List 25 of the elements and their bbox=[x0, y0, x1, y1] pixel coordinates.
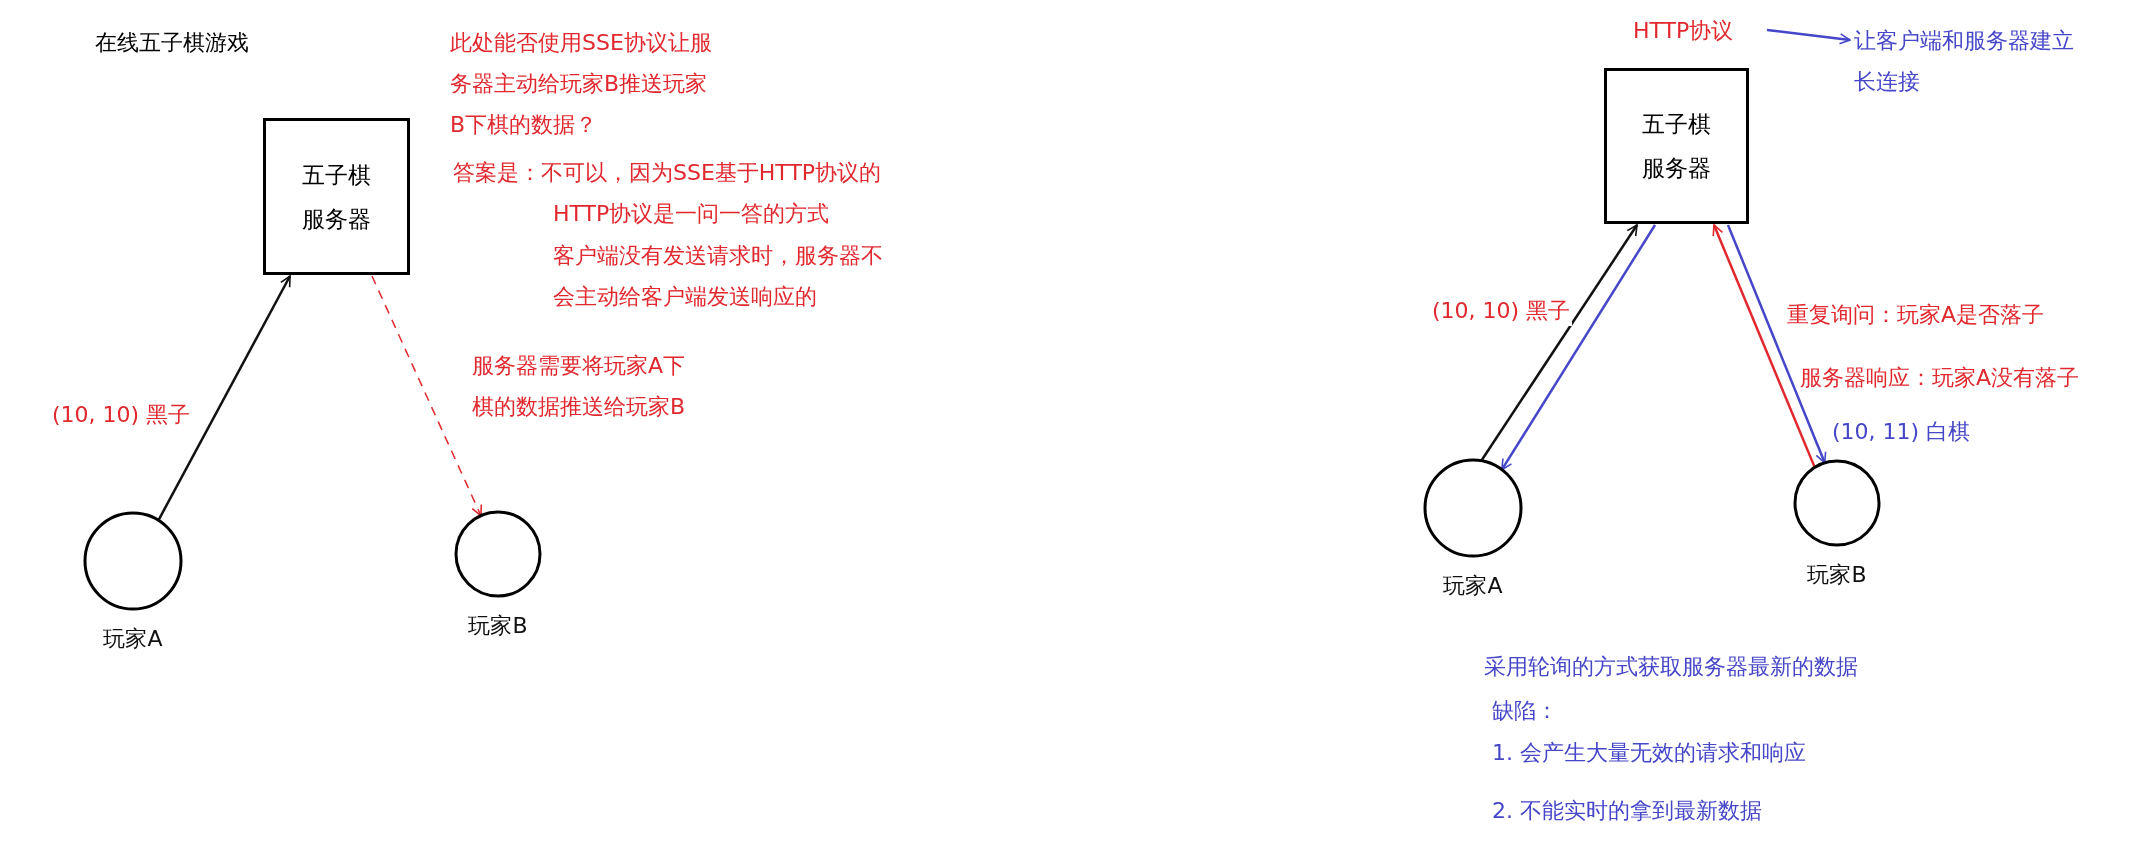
player-label: 玩家B bbox=[1807, 562, 1867, 587]
arrow bbox=[157, 275, 292, 521]
note-text: 让客户端和服务器建立长连接 bbox=[1854, 20, 2094, 102]
title: 在线五子棋游戏 bbox=[95, 29, 249, 57]
protocol-label: HTTP协议 bbox=[1633, 10, 1753, 51]
arrow bbox=[371, 275, 483, 517]
arrow bbox=[1766, 28, 1851, 45]
player-label: 玩家A bbox=[103, 626, 163, 651]
arrow bbox=[1500, 224, 1657, 471]
player-label: 玩家A bbox=[1443, 573, 1503, 598]
list-item: 1. 会产生大量无效的请求和响应 bbox=[1492, 739, 1806, 767]
response-text: 服务器响应：玩家A没有落子 bbox=[1800, 364, 2080, 392]
arrow bbox=[1726, 224, 1827, 464]
arrow bbox=[1712, 224, 1816, 468]
note-text: 采用轮询的方式获取服务器最新的数据 bbox=[1484, 653, 1858, 681]
player-label: 玩家B bbox=[468, 613, 528, 638]
server-box: 五子棋服务器 bbox=[263, 118, 410, 275]
answer-text: HTTP协议是一问一答的方式 bbox=[553, 200, 830, 228]
answer-text: 客户端没有发送请求时，服务器不会主动给客户端发送响应的 bbox=[553, 242, 883, 311]
arrow bbox=[1480, 224, 1639, 462]
server-box: 五子棋服务器 bbox=[1604, 68, 1749, 224]
question-text: 此处能否使用SSE协议让服务器主动给玩家B推送玩家B下棋的数据？ bbox=[450, 29, 712, 139]
answer-text: 答案是：不可以，因为SSE基于HTTP协议的 bbox=[453, 159, 882, 187]
note-text: 缺陷： bbox=[1492, 697, 1558, 725]
list-item: 2. 不能实时的拿到最新数据 bbox=[1492, 797, 1762, 825]
